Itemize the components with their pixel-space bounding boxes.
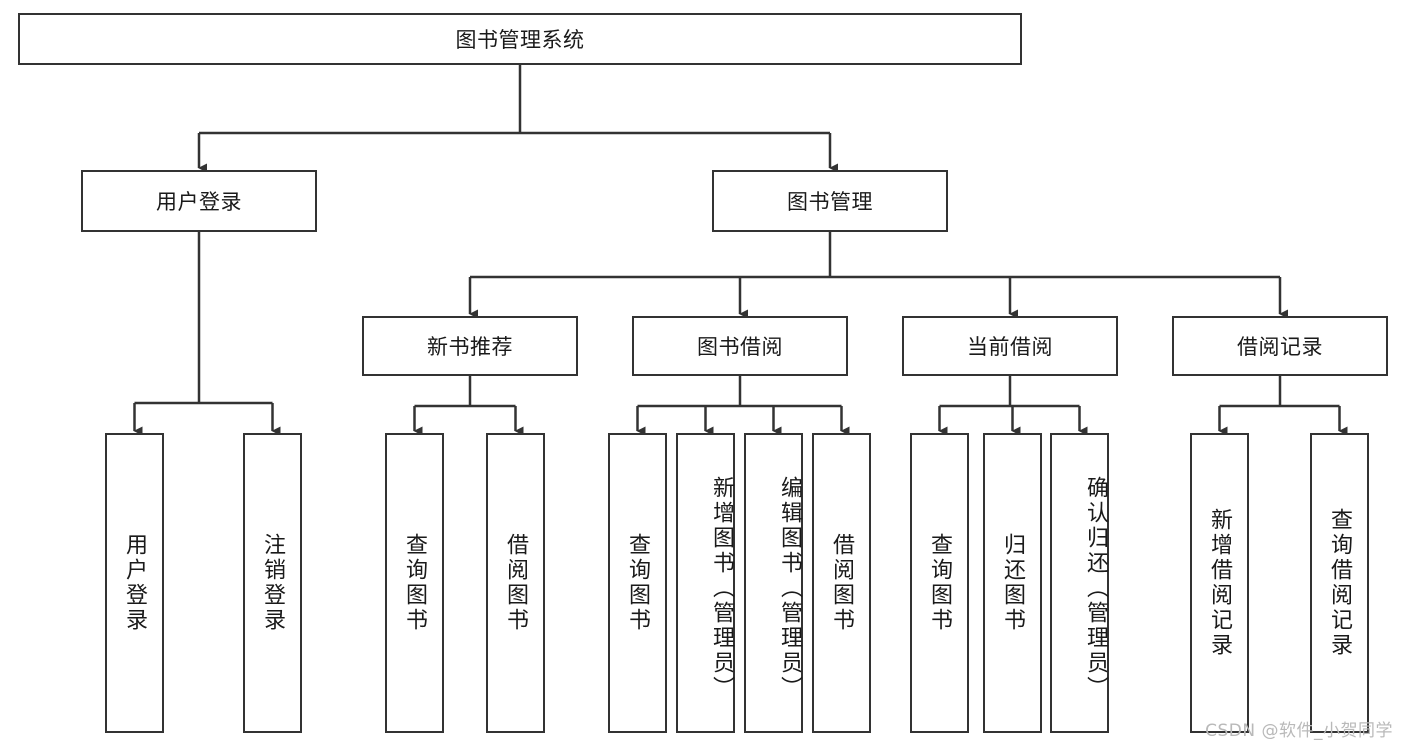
node-current: 当前借阅 (902, 316, 1118, 376)
node-login: 用户登录 (81, 170, 317, 232)
node-leaf-nb-borrow: 借阅图书 (486, 433, 545, 733)
node-leaf-cr-query: 查询图书 (910, 433, 969, 733)
node-bookmgmt: 图书管理 (712, 170, 948, 232)
node-leaf-user-logout: 注销登录 (243, 433, 302, 733)
node-leaf-cr-confirm: 确认归还（管理员） (1050, 433, 1109, 733)
node-leaf-rc-query: 查询借阅记录 (1310, 433, 1369, 733)
node-record: 借阅记录 (1172, 316, 1388, 376)
node-leaf-bw-add: 新增图书（管理员） (676, 433, 735, 733)
node-leaf-user-login: 用户登录 (105, 433, 164, 733)
node-leaf-nb-query: 查询图书 (385, 433, 444, 733)
edge-group (133, 65, 1348, 436)
node-leaf-rc-add: 新增借阅记录 (1190, 433, 1249, 733)
node-leaf-bw-query: 查询图书 (608, 433, 667, 733)
node-borrow: 图书借阅 (632, 316, 848, 376)
node-leaf-bw-borrow: 借阅图书 (812, 433, 871, 733)
node-leaf-bw-edit: 编辑图书（管理员） (744, 433, 803, 733)
node-root: 图书管理系统 (18, 13, 1022, 65)
node-newbook: 新书推荐 (362, 316, 578, 376)
watermark-text: CSDN @软件_小贺同学 (1205, 721, 1393, 741)
node-leaf-cr-return: 归还图书 (983, 433, 1042, 733)
